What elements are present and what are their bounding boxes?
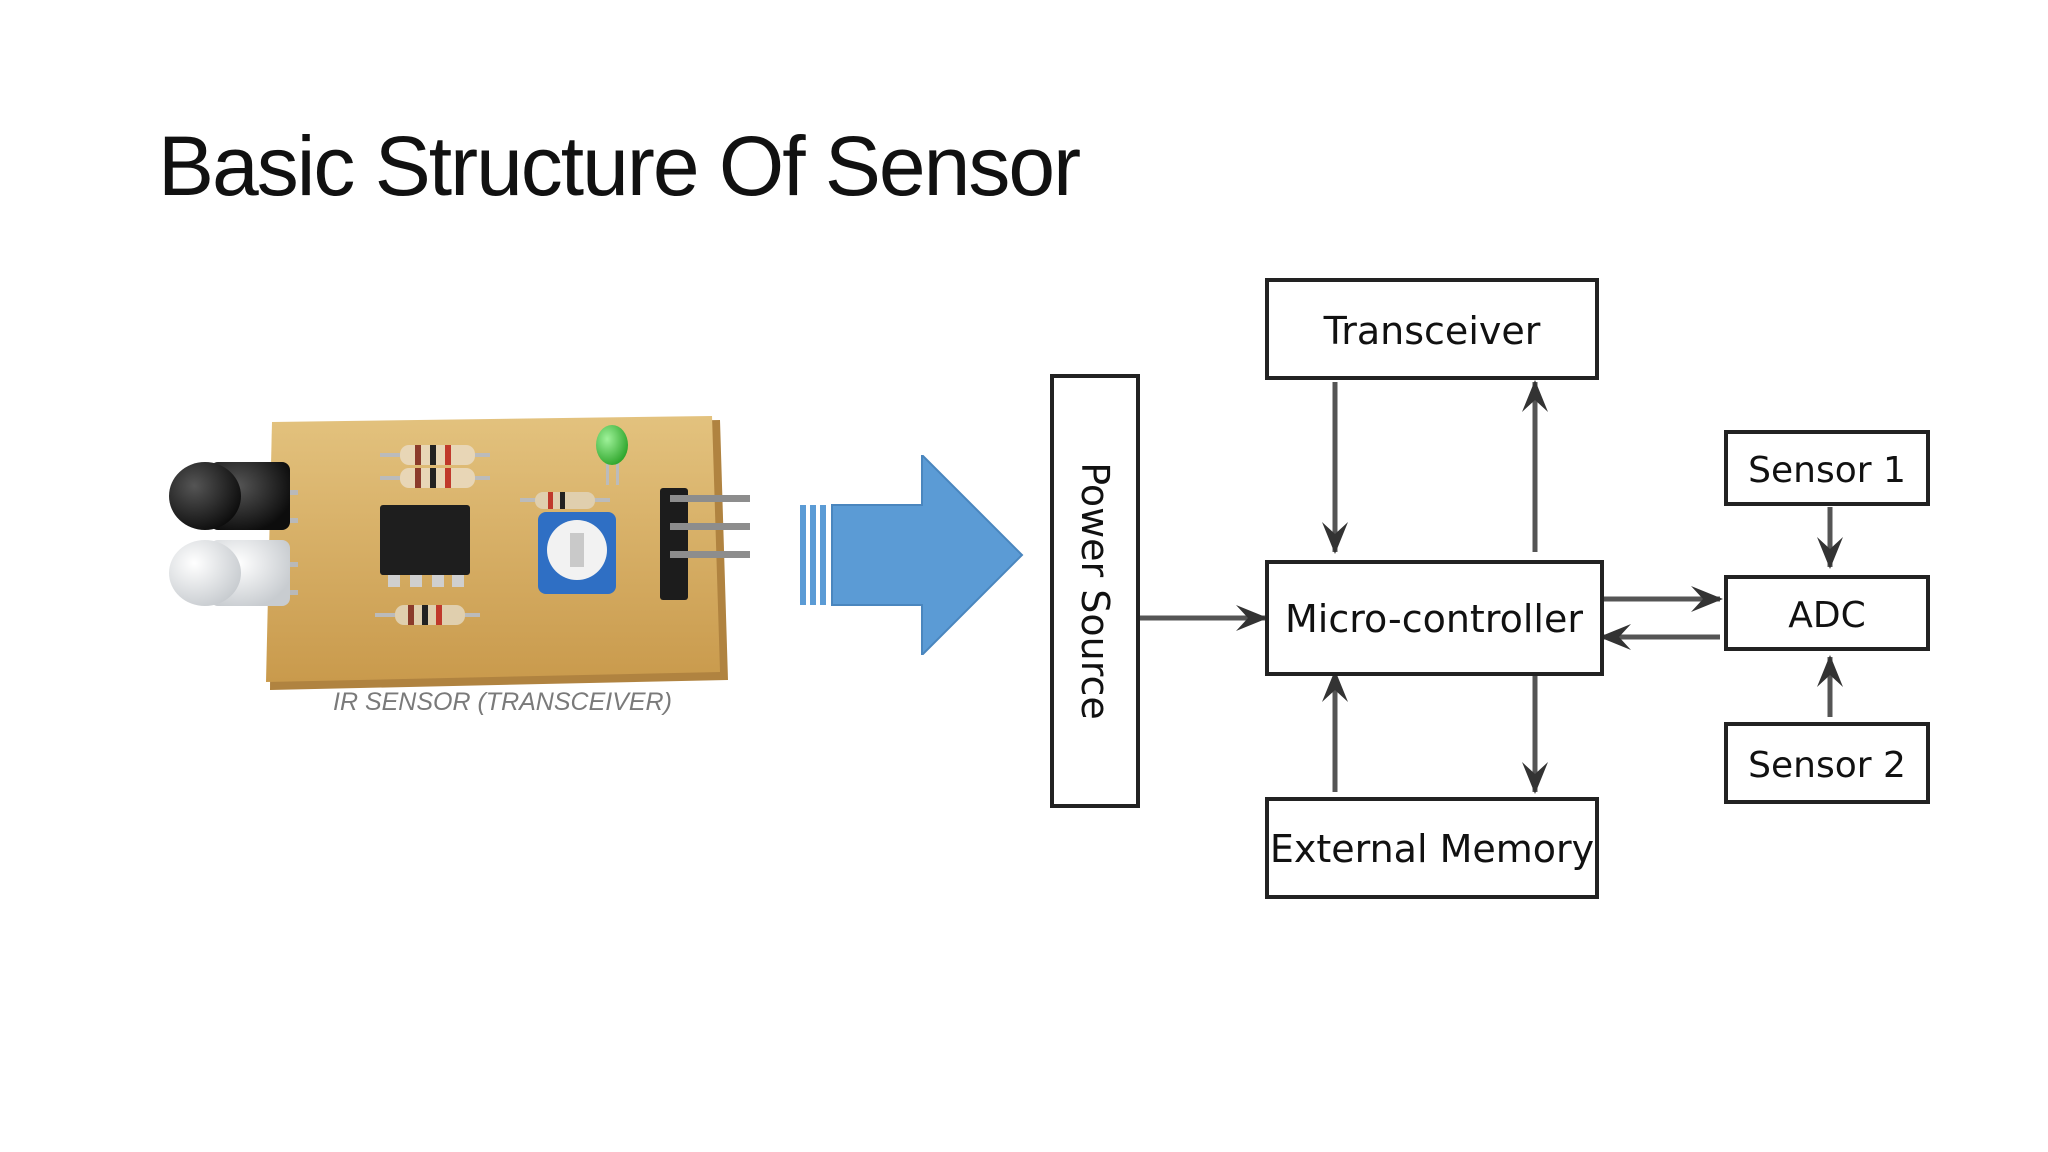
sensor1-label: Sensor 1 xyxy=(1748,450,1906,491)
adc-label: ADC xyxy=(1788,595,1865,636)
arrowhead-icon xyxy=(1599,624,1631,650)
sensor1-block xyxy=(1724,430,1930,506)
external-memory-block xyxy=(1265,797,1599,899)
arrowhead-icon xyxy=(1691,586,1723,612)
ic-chip xyxy=(380,505,470,575)
external-memory-label: External Memory xyxy=(1270,827,1594,871)
ir-sensor-photo xyxy=(169,416,750,690)
sensor2-block xyxy=(1724,722,1930,804)
arrowhead-icon xyxy=(1322,522,1348,554)
pcb-board xyxy=(266,416,720,682)
arrowhead-icon xyxy=(1817,655,1843,687)
adc-block xyxy=(1724,575,1930,651)
transceiver-block xyxy=(1265,278,1599,380)
sensor2-label: Sensor 2 xyxy=(1748,745,1906,786)
indicator-led xyxy=(596,425,628,465)
sensor-block-diagram: Transceiver Power Source Micro-controlle… xyxy=(1050,278,1930,899)
arrowhead-icon xyxy=(1522,762,1548,794)
arrowhead-icon xyxy=(1236,605,1268,631)
power-source-block xyxy=(1050,374,1140,808)
photo-caption: IR SENSOR (TRANSCEIVER) xyxy=(333,688,672,716)
arrowhead-icon xyxy=(1322,670,1348,702)
power-source-label: Power Source xyxy=(1073,462,1117,719)
header-pins xyxy=(660,488,688,600)
microcontroller-label: Micro-controller xyxy=(1285,597,1583,641)
microcontroller-block xyxy=(1265,560,1604,676)
right-arrow-icon xyxy=(800,455,1024,655)
arrowhead-icon xyxy=(1522,380,1548,412)
slide-title: Basic Structure Of Sensor xyxy=(158,119,1081,213)
arrowhead-icon xyxy=(1817,537,1843,569)
transceiver-label: Transceiver xyxy=(1323,309,1541,353)
